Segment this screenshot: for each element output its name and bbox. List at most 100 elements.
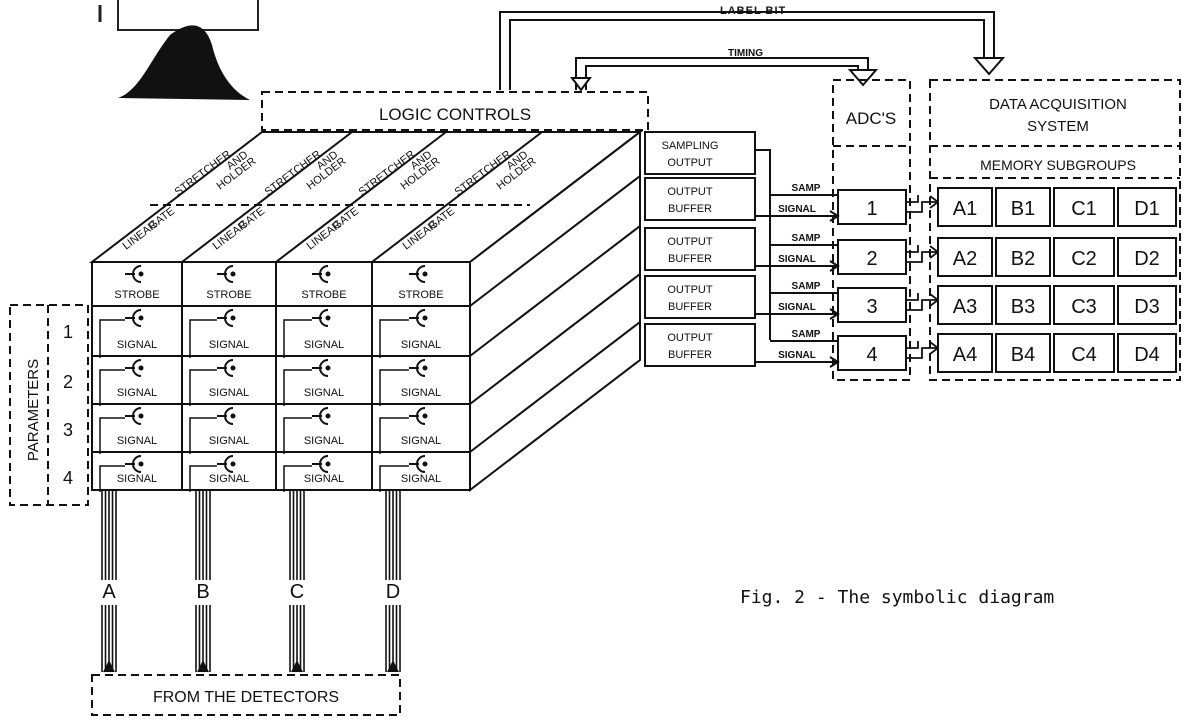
gate-symbol-icon [125, 309, 142, 327]
gate-dot-icon [138, 461, 144, 467]
signal-label: SIGNAL [778, 350, 816, 361]
gate-symbol-icon [409, 455, 426, 473]
memory-cell [1117, 285, 1177, 325]
output-buffer-box [644, 275, 756, 319]
label-bit-line [499, 11, 1006, 90]
gate-dot-icon [422, 365, 428, 371]
memory-cell-label: D1 [1134, 198, 1160, 220]
adc-number: 1 [866, 198, 877, 220]
adc-output-connector [906, 195, 938, 213]
memory-cell [1117, 333, 1177, 373]
arrow-right-icon [829, 356, 840, 368]
samp-label: SAMP [792, 281, 821, 292]
das-box [929, 79, 1181, 381]
memory-cell-label: B4 [1011, 344, 1035, 366]
sampling-bus [755, 149, 771, 340]
signal-wire [379, 465, 409, 492]
gate-symbol-icon [409, 359, 426, 377]
up-arrow-icon [197, 660, 209, 672]
output-box-label: BUFFER [668, 301, 712, 313]
gate-dot-icon [138, 271, 144, 277]
memory-cell [995, 285, 1051, 325]
arrow-right-icon [829, 308, 840, 320]
strobe-label: STROBE [301, 289, 346, 301]
parameter-number: 3 [63, 420, 73, 440]
output-box-label: SAMPLING [662, 140, 719, 152]
memory-cell-label: A1 [953, 198, 977, 220]
signal-label: SIGNAL [778, 302, 816, 313]
samp-label: SAMP [792, 233, 821, 244]
strobe-label: STROBE [206, 289, 251, 301]
memory-cell-label: D4 [1134, 344, 1160, 366]
signal-label: SIGNAL [209, 473, 249, 485]
gate-dot-icon [325, 461, 331, 467]
gate-symbol-icon [217, 407, 234, 425]
from-detectors-box [91, 674, 401, 716]
memory-cell [937, 237, 993, 277]
gate-dot-icon [230, 413, 236, 419]
signal-label: SIGNAL [209, 435, 249, 447]
timing-text: TIMING [728, 48, 763, 59]
signal-label: SIGNAL [304, 435, 344, 447]
signal-wire [189, 369, 217, 406]
gate-symbol-icon [125, 407, 142, 425]
gate-symbol-icon [312, 407, 329, 425]
gate-symbol-icon [125, 265, 142, 283]
output-section: SAMPLINGOUTPUTOUTPUTBUFFEROUTPUTBUFFEROU… [644, 131, 1177, 373]
adc-number: 3 [866, 296, 877, 318]
from-detectors-label: FROM THE DETECTORS [153, 689, 339, 706]
output-box-label: OUTPUT [667, 157, 713, 169]
signal-wire [189, 417, 217, 454]
gate-symbol-icon [217, 359, 234, 377]
gate-dot-icon [138, 365, 144, 371]
output-buffer-box [644, 323, 756, 367]
gate-symbol-icon [125, 455, 142, 473]
signal-label: SIGNAL [778, 254, 816, 265]
memory-cell [937, 187, 993, 227]
signal-label: SIGNAL [117, 339, 157, 351]
gate-symbol-icon [312, 265, 329, 283]
signal-wire [379, 319, 409, 358]
memory-cell [1053, 237, 1115, 277]
memory-cell-label: C2 [1071, 248, 1097, 270]
gate-dot-icon [422, 413, 428, 419]
signal-wire [283, 319, 312, 358]
strobe-label: STROBE [398, 289, 443, 301]
gate-dot-icon [230, 271, 236, 277]
gate-dot-icon [138, 315, 144, 321]
signal-wire [189, 319, 217, 358]
timing-line [570, 57, 879, 92]
sampling-output-box [644, 131, 756, 175]
gate-symbol-icon [312, 455, 329, 473]
detector-letter: C [290, 581, 304, 603]
adcs-box [832, 79, 911, 381]
gate-symbol-icon [409, 407, 426, 425]
signal-wire [99, 417, 125, 454]
logic-controls-label: LOGIC CONTROLS [379, 105, 531, 124]
detector-letter: B [196, 581, 209, 603]
gate-dot-icon [325, 315, 331, 321]
signal-wire [283, 465, 312, 492]
das-label-line2: SYSTEM [1027, 118, 1089, 135]
memory-cell [937, 333, 993, 373]
label-bit-text: LABEL BIT [720, 5, 786, 17]
adc-output-connector [906, 245, 938, 263]
memory-cell [995, 333, 1051, 373]
adc-number: 4 [866, 344, 877, 366]
memory-cell [937, 285, 993, 325]
up-arrow-icon [103, 660, 115, 672]
front-cell-grid: STROBE SIGNAL SIGNAL SIGNAL SIGNAL STROBE SIGN… [91, 261, 471, 492]
output-box-label: OUTPUT [667, 284, 713, 296]
logic-controls-box [261, 91, 649, 131]
samp-label: SAMP [792, 183, 821, 194]
strobe-label: STROBE [114, 289, 159, 301]
gate-symbol-icon [409, 265, 426, 283]
memory-cell-label: B3 [1011, 296, 1035, 318]
output-buffer-box [644, 177, 756, 221]
output-box-label: BUFFER [668, 253, 712, 265]
gate-dot-icon [422, 271, 428, 277]
signal-label: SIGNAL [401, 387, 441, 399]
